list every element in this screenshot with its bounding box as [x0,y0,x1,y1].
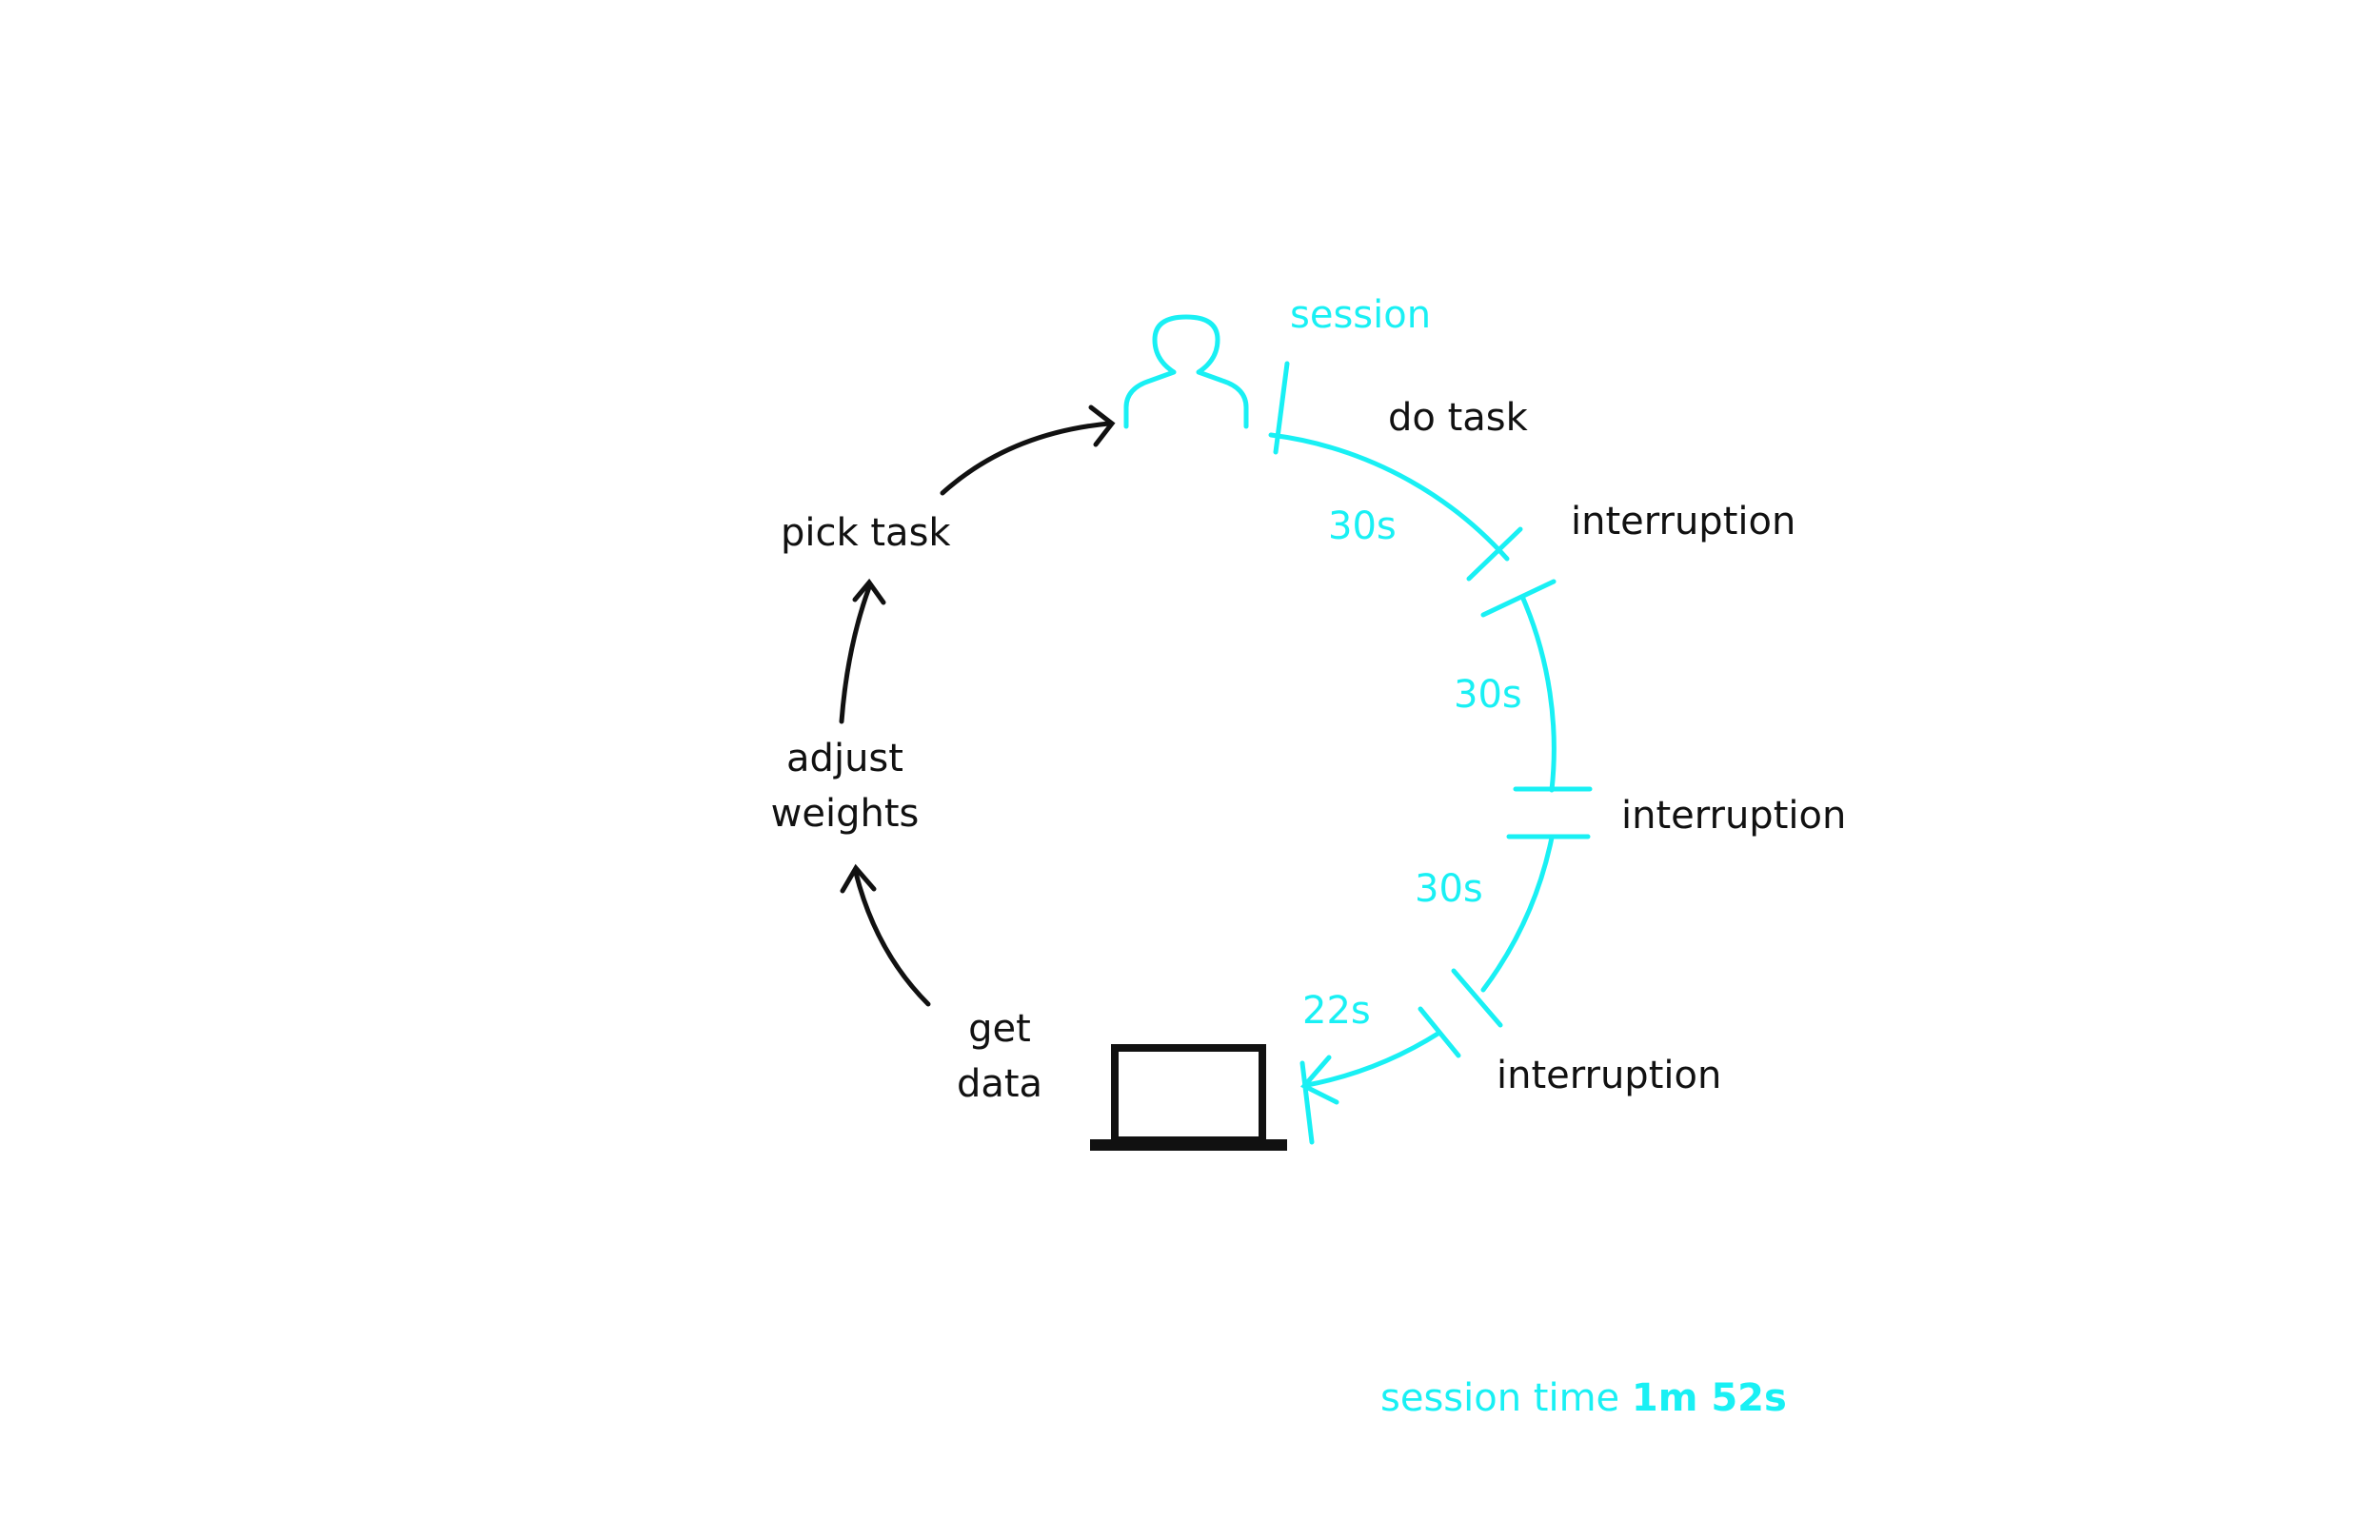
session-time-value: 1m 52s [1631,1376,1787,1420]
adjust-weights-label: adjust weights [743,731,947,841]
duration-label-1: 30s [1328,504,1397,548]
session-time: session time 1m 52s [1380,1371,1787,1426]
arrowhead-pick [852,578,886,605]
pick-task-label: pick task [781,511,951,555]
interruption-label-3: interruption [1497,1054,1722,1097]
session-label: session [1290,293,1432,337]
arc-adjust-to-pick [839,584,872,724]
interruption-label-1: interruption [1571,500,1796,543]
get-data-label: get data [933,1001,1066,1112]
get-data-line1: get [968,1007,1031,1051]
tick-interruption-1b [1480,579,1557,618]
session-time-label: session time [1380,1376,1620,1420]
tick-interruption-3a [1451,968,1503,1028]
tick-session-start [1273,361,1290,455]
duration-label-2: 30s [1454,673,1522,717]
tick-marks [1273,361,1593,1145]
do-task-label: do task [1388,396,1528,440]
arc-pick-to-user [940,421,1112,496]
segment-arc-2 [1520,596,1557,793]
arc-get-data-to-adjust [853,870,931,1007]
arrowhead-adjust [840,863,877,894]
get-data-line2: data [956,1062,1043,1106]
laptop-icon [1090,1044,1287,1151]
segment-arc-4 [1304,1030,1442,1088]
duration-label-3: 30s [1415,867,1483,911]
tick-interruption-3b [1418,1006,1461,1058]
system-arc [839,405,1116,1007]
adjust-weights-line2: weights [770,792,920,836]
adjust-weights-line1: adjust [786,737,903,780]
segment-arc-3 [1480,835,1555,993]
tick-interruption-1a [1466,526,1523,582]
person-icon [1123,314,1249,429]
tick-session-end [1299,1060,1315,1145]
interruption-label-2: interruption [1621,794,1847,838]
duration-label-4: 22s [1302,989,1371,1033]
segment-arc-1 [1268,432,1510,562]
arrowhead-user [1088,405,1116,447]
